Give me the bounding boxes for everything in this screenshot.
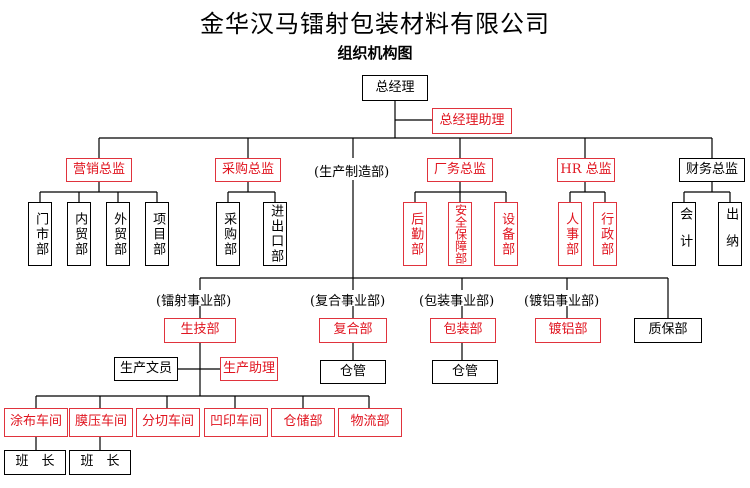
foreign-trade-box: 外贸部 — [106, 202, 130, 266]
import-export-box: 进出口部 — [263, 202, 287, 266]
chart-subtitle: 组织机构图 — [337, 44, 413, 62]
safety-department-box: 安全保障部 — [448, 202, 472, 266]
film-press-workshop-box: 膜压车间 — [69, 408, 133, 437]
composite-department-box: 复合部 — [319, 318, 387, 343]
aluminum-department-box: 镀铝部 — [535, 318, 601, 343]
logistics-department-box: 物流部 — [338, 408, 402, 437]
hr-director-box: HR 总监 — [557, 158, 615, 182]
packaging-warehouse-box: 仓管 — [432, 360, 498, 384]
composite-warehouse-box: 仓管 — [320, 360, 386, 384]
administration-department-box: 行政部 — [593, 202, 617, 266]
cashier-box: 出纳 — [718, 202, 742, 266]
plant-director-box: 厂务总监 — [427, 158, 493, 182]
composite-division-label: (复合事业部) — [310, 294, 386, 309]
accounting-box: 会计 — [672, 202, 696, 266]
marketing-director-box: 营销总监 — [66, 158, 132, 182]
purchasing-director-box: 采购总监 — [215, 158, 281, 182]
aluminum-division-label: (镀铝事业部) — [524, 294, 600, 309]
project-department-box: 项目部 — [145, 202, 169, 266]
coating-workshop-box: 涂布车间 — [4, 408, 68, 437]
packaging-division-label: (包装事业部) — [419, 294, 495, 309]
personnel-department-box: 人事部 — [558, 202, 582, 266]
page-title: 金华汉马镭射包装材料有限公司 — [200, 10, 550, 38]
procurement-department-box: 采购部 — [216, 202, 240, 266]
logistics-support-box: 后勤部 — [403, 202, 427, 266]
quality-assurance-box: 质保部 — [634, 318, 702, 343]
storage-department-box: 仓储部 — [271, 408, 335, 437]
gm-assistant-box: 总经理助理 — [432, 108, 512, 134]
store-department-box: 门市部 — [28, 202, 52, 266]
production-assistant-box: 生产助理 — [220, 357, 278, 381]
general-manager-box: 总经理 — [362, 75, 428, 101]
equipment-department-box: 设备部 — [494, 202, 518, 266]
production-clerk-box: 生产文员 — [114, 357, 178, 381]
gravure-workshop-box: 凹印车间 — [204, 408, 268, 437]
film-press-team-leader-box: 班 长 — [69, 450, 131, 475]
finance-director-box: 财务总监 — [679, 158, 745, 182]
production-department-label: (生产制造部) — [314, 165, 390, 180]
production-tech-box: 生技部 — [164, 318, 236, 343]
domestic-trade-box: 内贸部 — [67, 202, 91, 266]
coating-team-leader-box: 班 长 — [4, 450, 66, 475]
slitting-workshop-box: 分切车间 — [136, 408, 200, 437]
laser-division-label: (镭射事业部) — [156, 294, 232, 309]
packaging-department-box: 包装部 — [430, 318, 496, 343]
